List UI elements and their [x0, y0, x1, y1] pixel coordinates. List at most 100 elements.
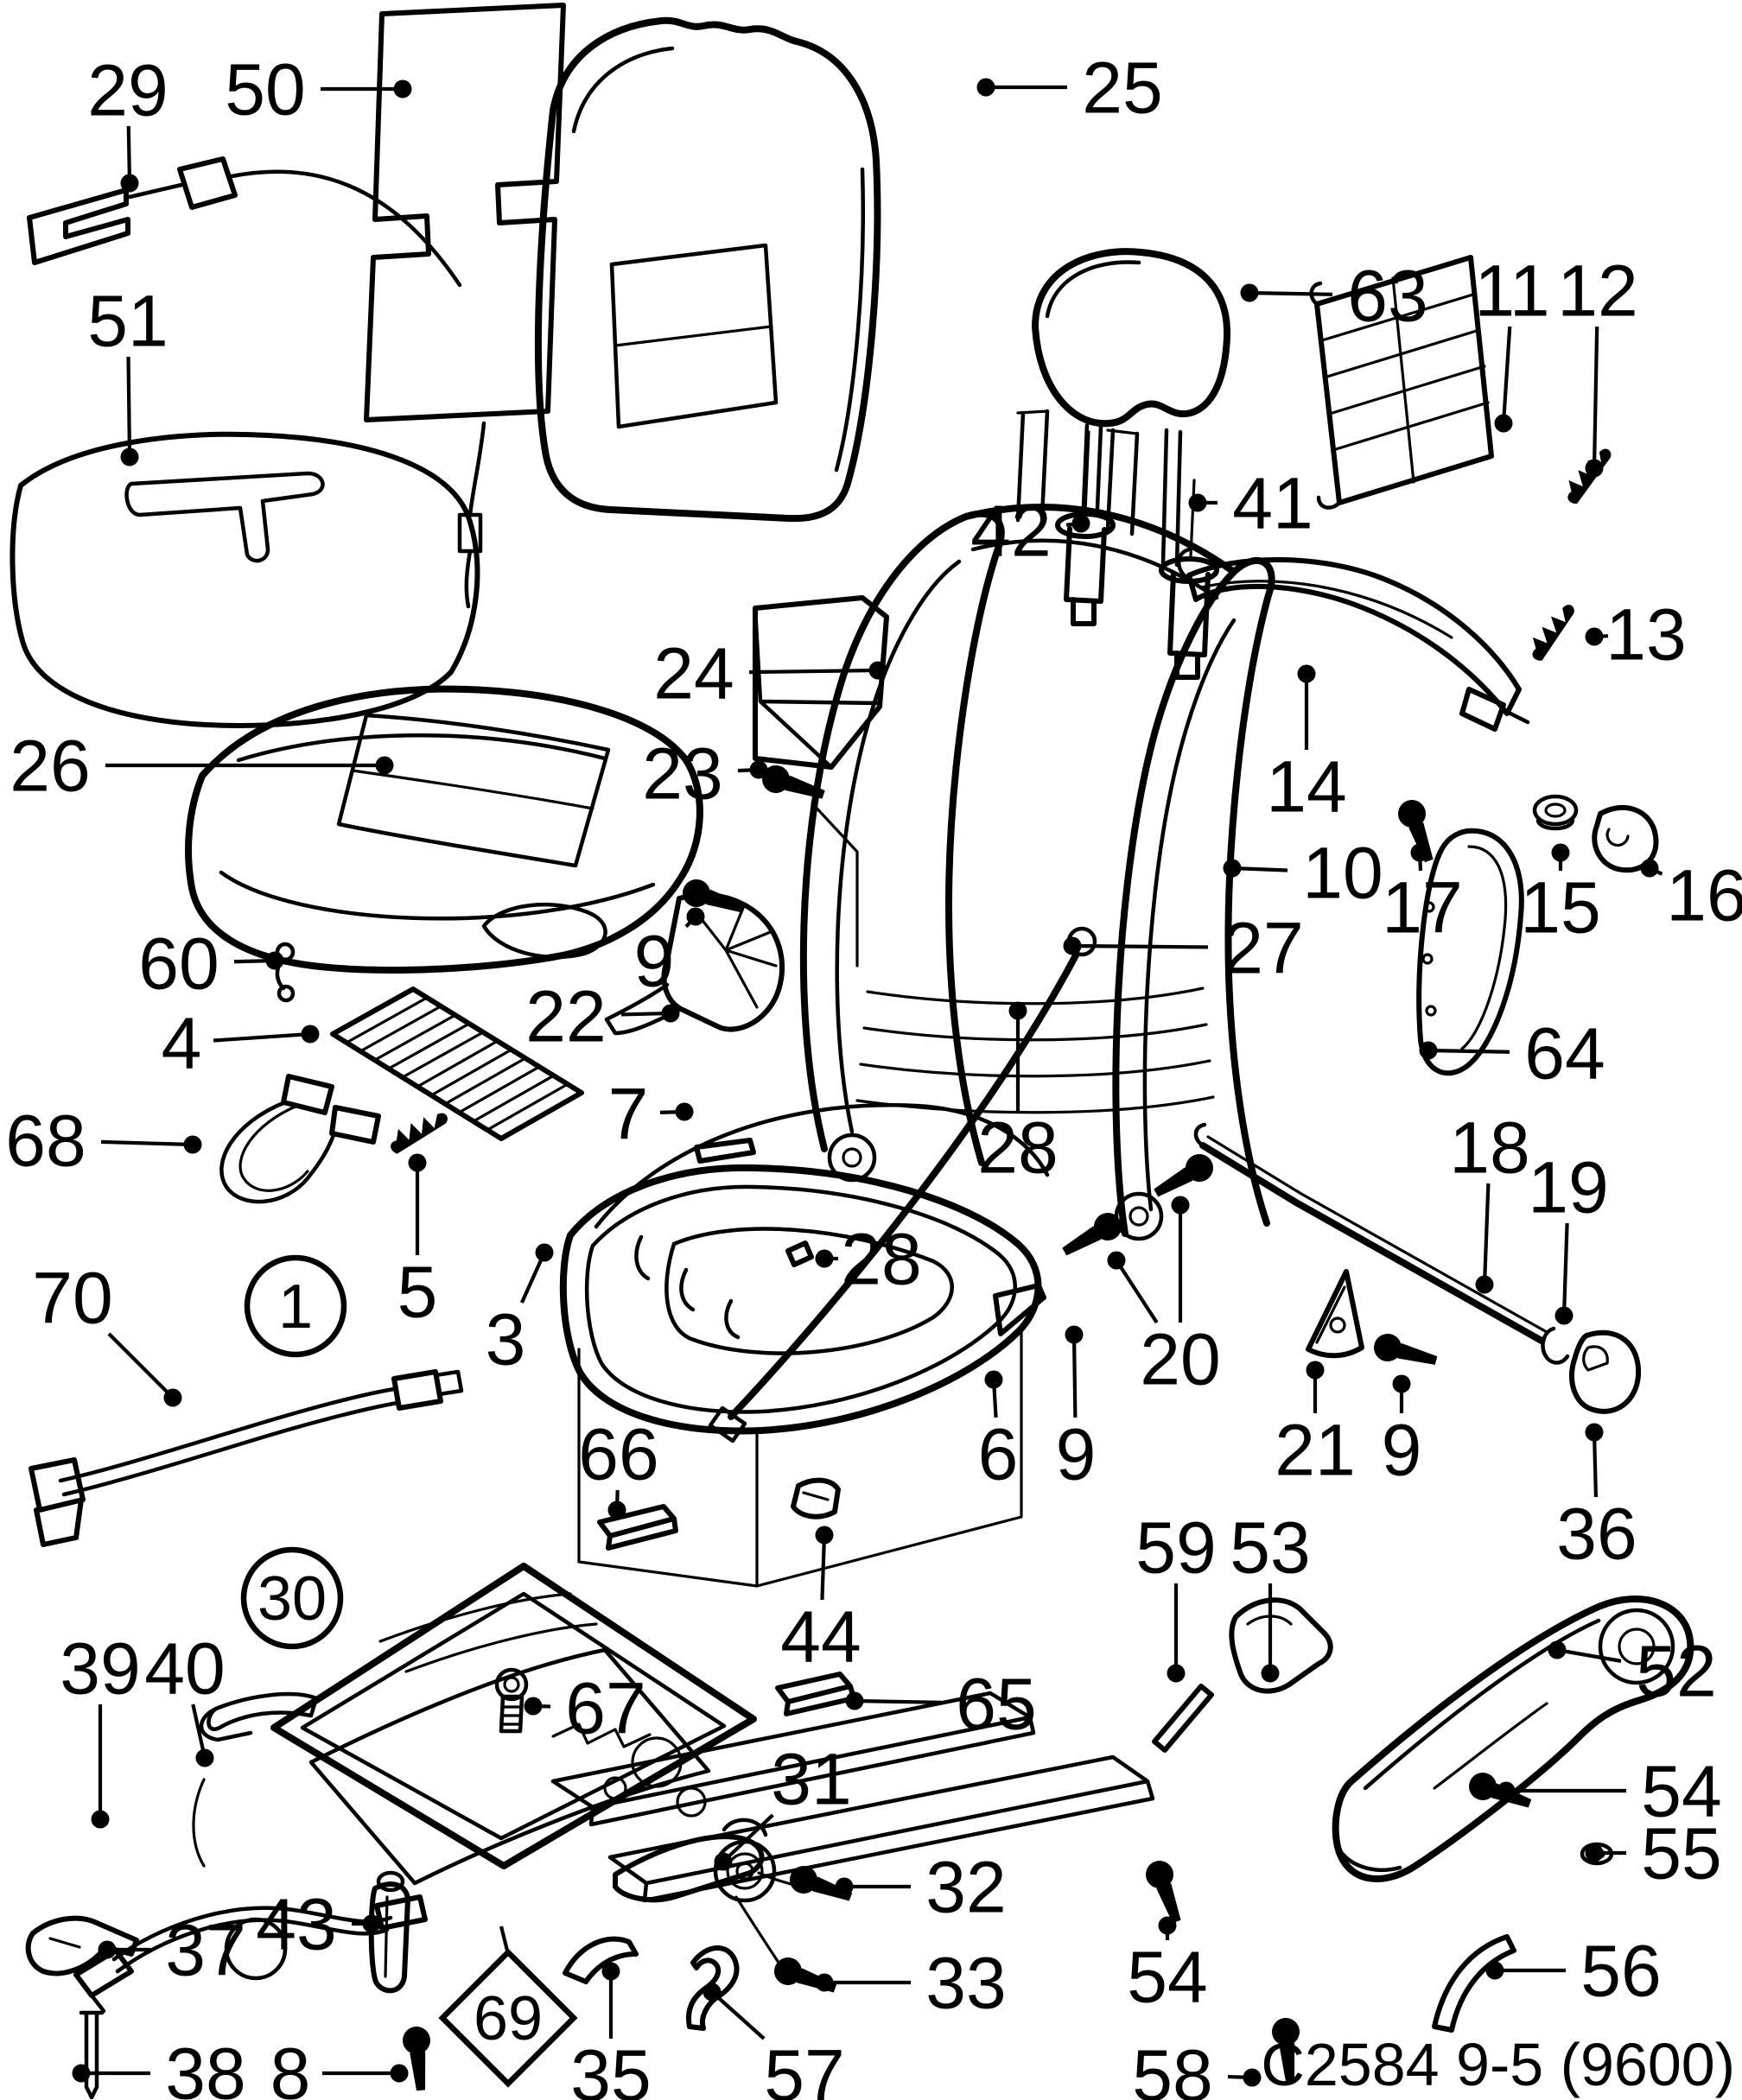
callout-14: 14	[1266, 664, 1347, 827]
callout-67: 67	[524, 1667, 646, 1748]
part-number-33: 33	[925, 1942, 1006, 2023]
part-number-28: 28	[977, 1107, 1058, 1188]
assembly-number-69: 69	[474, 1984, 543, 2053]
art-strip-59	[1152, 1684, 1214, 1753]
art-bolt-67	[494, 1667, 529, 1734]
art-seat-pan-3	[559, 1103, 1050, 1588]
part-number-27: 27	[1223, 907, 1303, 988]
art-spring-13	[1521, 600, 1586, 663]
callout-58: 58	[1132, 2034, 1262, 2100]
callout-21: 21	[1275, 1361, 1356, 1490]
part-number-56: 56	[1580, 1930, 1661, 2011]
part-number-57: 57	[764, 2034, 844, 2100]
part-number-63: 63	[1347, 255, 1427, 336]
callout-18: 18	[1449, 1107, 1530, 1294]
art-heater-connector-29	[27, 156, 462, 288]
part-number-7: 7	[608, 1073, 649, 1154]
part-number-36: 36	[1556, 1493, 1637, 1574]
part-number-31: 31	[771, 1738, 851, 1819]
callout-20: 20	[1107, 1196, 1221, 1399]
part-number-42: 42	[970, 490, 1051, 571]
screw-icon	[1370, 1330, 1440, 1374]
art-guide-sleeve-42	[1055, 511, 1116, 626]
assembly-number-30: 30	[257, 1564, 327, 1634]
callout-29: 29	[87, 49, 168, 193]
part-number-67: 67	[565, 1667, 645, 1748]
part-number-52: 52	[1636, 1630, 1716, 1711]
callout-9: 9	[1056, 1325, 1096, 1494]
part-number-8: 8	[270, 2033, 311, 2100]
callout-24: 24	[653, 632, 887, 714]
art-torsion-rod-18	[1193, 1122, 1548, 1344]
callout-35: 35	[570, 1962, 652, 2100]
callout-7: 7	[608, 1073, 694, 1154]
part-number-17: 17	[1382, 866, 1462, 948]
part-number-59: 59	[1135, 1507, 1216, 1588]
part-number-28: 28	[841, 1218, 921, 1299]
art-headrest-63	[1032, 248, 1231, 568]
part-number-21: 21	[1275, 1409, 1355, 1490]
callout-63: 63	[1240, 255, 1428, 336]
marker-69: 69	[438, 1926, 578, 2088]
callout-42: 42	[970, 490, 1090, 571]
art-strip-6	[993, 1283, 1046, 1336]
callout-54: 54	[1127, 1916, 1208, 2017]
part-number-54: 54	[1641, 1750, 1721, 1831]
part-number-70: 70	[32, 1257, 112, 1338]
callout-65: 65	[845, 1663, 1037, 1744]
callout-56: 56	[1485, 1930, 1662, 2011]
art-harness-70	[29, 1369, 464, 1547]
callout-15: 15	[1520, 843, 1601, 948]
callout-9: 9	[634, 907, 705, 1001]
part-number-44: 44	[780, 1596, 861, 1677]
part-number-25: 25	[1082, 47, 1162, 128]
callout-57: 57	[703, 1983, 845, 2100]
part-number-26: 26	[10, 725, 90, 806]
art-rail-assembly-30	[199, 1563, 1155, 1903]
callout-40: 40	[144, 1627, 226, 1767]
callout-66: 66	[578, 1413, 659, 1519]
art-side-panel-52	[1332, 1596, 1694, 1882]
art-jumper-cable-68	[219, 1074, 381, 1204]
screw-icon	[1141, 1856, 1190, 1926]
art-foam-block-24	[753, 595, 889, 770]
art-grommet-15	[1532, 794, 1579, 831]
part-number-12: 12	[1557, 250, 1637, 331]
callout-43: 43	[256, 1883, 381, 1964]
part-number-43: 43	[256, 1883, 336, 1964]
part-number-5: 5	[397, 1251, 438, 1332]
part-number-22: 22	[525, 975, 606, 1056]
callout-31: 31	[714, 1738, 852, 1871]
art-clip-28	[785, 1240, 814, 1267]
art-bracket-37	[25, 1915, 139, 1976]
callout-28: 28	[815, 1218, 922, 1299]
part-number-4: 4	[162, 1002, 202, 1083]
art-backrest-cover-25	[534, 16, 881, 523]
part-number-19: 19	[1528, 1146, 1608, 1228]
art-pin-38	[79, 2010, 105, 2100]
callout-8: 8	[270, 2033, 409, 2100]
art-spring-5	[385, 1110, 454, 1156]
art-strip-7	[694, 1138, 756, 1164]
art-rail-cap-66	[597, 1504, 678, 1551]
part-number-35: 35	[570, 2034, 651, 2100]
part-number-32: 32	[925, 1846, 1006, 1927]
callout-26: 26	[10, 725, 394, 806]
art-wedge-35	[563, 1936, 639, 1984]
part-number-50: 50	[225, 48, 305, 130]
part-number-58: 58	[1132, 2034, 1212, 2100]
art-side-pad-64	[1416, 828, 1524, 1076]
part-number-9: 9	[634, 920, 675, 1001]
callout-38: 38	[72, 2033, 246, 2100]
art-hook-57	[686, 1945, 740, 2031]
part-number-41: 41	[1232, 462, 1313, 543]
art-clip-44	[791, 1477, 841, 1519]
callout-4: 4	[162, 1002, 320, 1083]
marker-1: 1	[244, 1254, 347, 1358]
callout-6: 6	[978, 1370, 1018, 1494]
part-number-37: 37	[165, 1909, 245, 1990]
callout-33: 33	[815, 1942, 1007, 2023]
part-number-18: 18	[1449, 1107, 1529, 1188]
